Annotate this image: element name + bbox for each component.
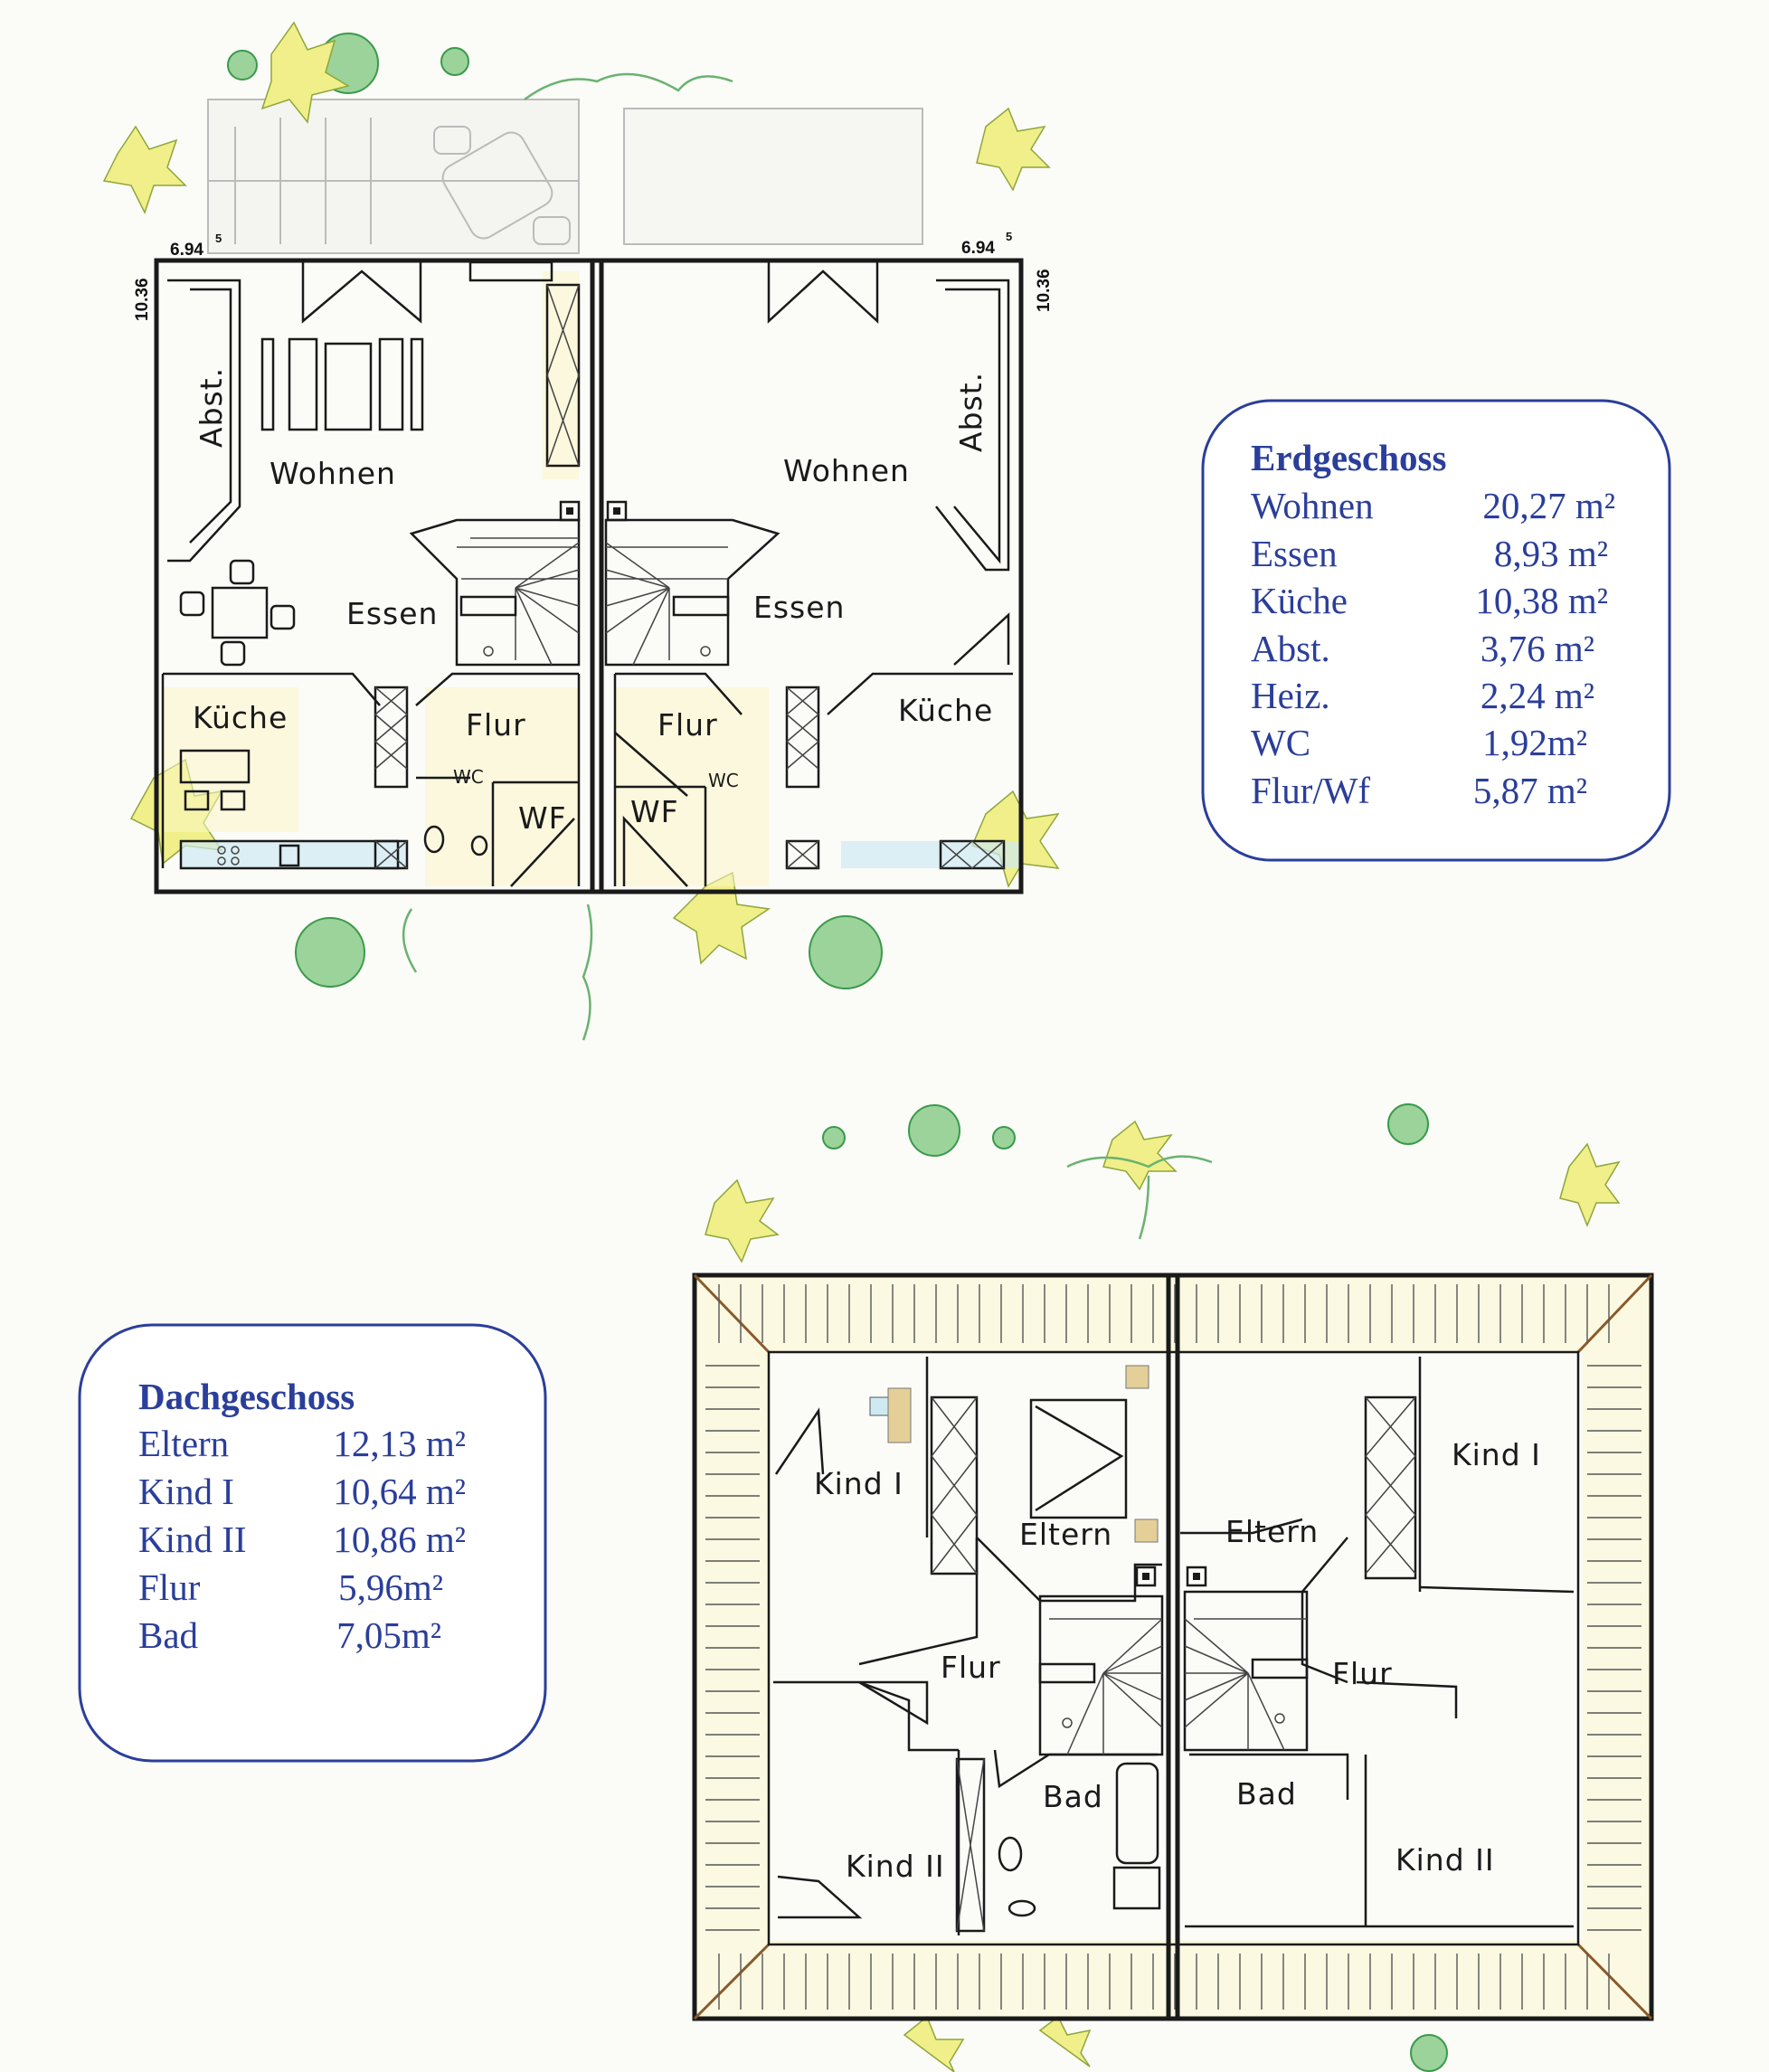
- room-label-eltern: Eltern: [1019, 1517, 1112, 1552]
- room-label-wc: WC: [453, 766, 484, 788]
- dachgeschoss-rows: Eltern 12,13 m² Kind I 10,64 m² Kind II …: [138, 1423, 466, 1656]
- patio-table-icon: [433, 126, 571, 245]
- table-row-area: 2,24 m²: [1480, 675, 1594, 716]
- ground-outer-wall: [154, 258, 1024, 894]
- ground-floor-landscaping: [102, 21, 1060, 1041]
- table-row-area: 5,96m²: [338, 1566, 443, 1608]
- table-row-area: 8,93 m²: [1494, 533, 1608, 574]
- erdgeschoss-rows: Wohnen 20,27 m² Essen 8,93 m² Küche 10,3…: [1251, 485, 1615, 811]
- table-row-room: Flur/Wf: [1251, 770, 1370, 811]
- stove-icon: [179, 749, 400, 870]
- dim-left-width: 6.94: [170, 241, 203, 260]
- right-unit-walls: [604, 262, 1013, 887]
- room-label-kind-i: Kind I: [814, 1466, 903, 1501]
- room-label-wohnen: Wohnen: [270, 456, 396, 491]
- dachgeschoss-title: Dachgeschoss: [138, 1376, 355, 1417]
- hedge-line: [402, 72, 733, 1041]
- table-row-room: WC: [1251, 722, 1310, 763]
- room-label-flur: Flur: [1332, 1656, 1393, 1691]
- attic-right-labels: Eltern Kind I Flur Bad Kind II: [1225, 1437, 1541, 1878]
- table-row-room: Bad: [138, 1614, 198, 1656]
- table-row-room: Heiz.: [1251, 675, 1330, 716]
- room-label-kueche: Küche: [193, 700, 288, 735]
- table-row-room: Wohnen: [1251, 485, 1374, 526]
- room-label-wohnen: Wohnen: [783, 453, 910, 488]
- room-label-wf: WF: [518, 800, 567, 836]
- room-label-kind-i: Kind I: [1452, 1437, 1541, 1472]
- erdgeschoss-title: Erdgeschoss: [1251, 437, 1446, 478]
- sofa-icon: [260, 337, 424, 431]
- room-label-abst: Abst.: [953, 372, 989, 452]
- table-row-room: Essen: [1251, 533, 1338, 574]
- table-row-area: 3,76 m²: [1480, 628, 1594, 669]
- room-label-flur: Flur: [941, 1650, 1001, 1685]
- erdgeschoss-area-table: Erdgeschoss Wohnen 20,27 m² Essen 8,93 m…: [1201, 399, 1671, 862]
- room-label-wf: WF: [630, 794, 679, 829]
- stair-icon: [1183, 1590, 1309, 1752]
- dachgeschoss-area-table: Dachgeschoss Eltern 12,13 m² Kind I 10,6…: [78, 1323, 547, 1763]
- dim-right-depth: 10.36: [1035, 269, 1054, 312]
- left-unit-walls: [161, 260, 581, 887]
- table-row-area: 1,92m²: [1482, 722, 1587, 763]
- room-label-flur: Flur: [657, 707, 718, 743]
- roof-tiles: [705, 1284, 1641, 2010]
- attic-left-labels: Kind I Eltern Flur Bad Kind II: [814, 1466, 1112, 1884]
- attic-landscaping: [705, 1103, 1621, 2072]
- stair-icon: [604, 518, 780, 667]
- stair-icon: [409, 518, 581, 667]
- table-row-room: Küche: [1251, 580, 1348, 621]
- table-icon: [179, 559, 296, 667]
- table-row-room: Abst.: [1251, 628, 1330, 669]
- room-label-kind-ii: Kind II: [1395, 1842, 1495, 1878]
- attic-right-walls: [1180, 1357, 1575, 1928]
- table-row-area: 7,05m²: [336, 1614, 441, 1656]
- bed-icon: [1029, 1365, 1159, 1543]
- room-label-bad: Bad: [1043, 1779, 1103, 1814]
- room-label-kind-ii: Kind II: [846, 1849, 945, 1884]
- room-label-eltern: Eltern: [1225, 1514, 1319, 1549]
- table-row-room: Eltern: [138, 1423, 229, 1464]
- chimney-icon: [374, 686, 409, 789]
- svg-text:5: 5: [1006, 230, 1012, 243]
- table-row-room: Kind I: [138, 1471, 234, 1512]
- ground-right-labels: Abst. Wohnen Essen Küche Flur WC WF: [630, 372, 993, 829]
- room-label-abst: Abst.: [194, 367, 229, 448]
- room-label-essen: Essen: [753, 590, 845, 625]
- dim-right-width: 6.94: [961, 239, 995, 258]
- attic-floor-plan: Kind I Eltern Flur Bad Kind II Eltern Ki…: [692, 1273, 1654, 2021]
- ground-floor-plan: 6.94 5 6.94 5 10.36 10.36 Abst. Wohnen E…: [133, 230, 1054, 894]
- toilet-icon: [423, 825, 488, 856]
- room-label-bad: Bad: [1236, 1776, 1297, 1812]
- room-label-wc: WC: [708, 770, 739, 791]
- bathtub-icon: [1112, 1762, 1161, 1910]
- dim-left-depth: 10.36: [133, 278, 152, 321]
- room-label-essen: Essen: [346, 596, 438, 631]
- table-row-area: 20,27 m²: [1482, 485, 1615, 526]
- room-label-flur: Flur: [466, 707, 526, 743]
- table-row-room: Flur: [138, 1566, 201, 1608]
- room-label-kueche: Küche: [898, 693, 993, 728]
- toilet-icon: [998, 1836, 1036, 1917]
- dimension-labels: 6.94 5 6.94 5 10.36 10.36: [133, 230, 1054, 321]
- table-row-area: 10,86 m²: [333, 1519, 466, 1560]
- attic-left-walls: [773, 1357, 1164, 1935]
- stair-icon: [1038, 1594, 1164, 1756]
- ground-left-labels: Abst. Wohnen Essen Küche Flur WC WF: [193, 367, 567, 836]
- terrace-paving: [207, 99, 923, 254]
- table-row-area: 10,64 m²: [333, 1471, 466, 1512]
- table-row-room: Kind II: [138, 1519, 247, 1560]
- table-row-area: 5,87 m²: [1473, 770, 1587, 811]
- svg-text:5: 5: [215, 232, 222, 245]
- table-row-area: 10,38 m²: [1475, 580, 1608, 621]
- table-row-area: 12,13 m²: [333, 1423, 466, 1464]
